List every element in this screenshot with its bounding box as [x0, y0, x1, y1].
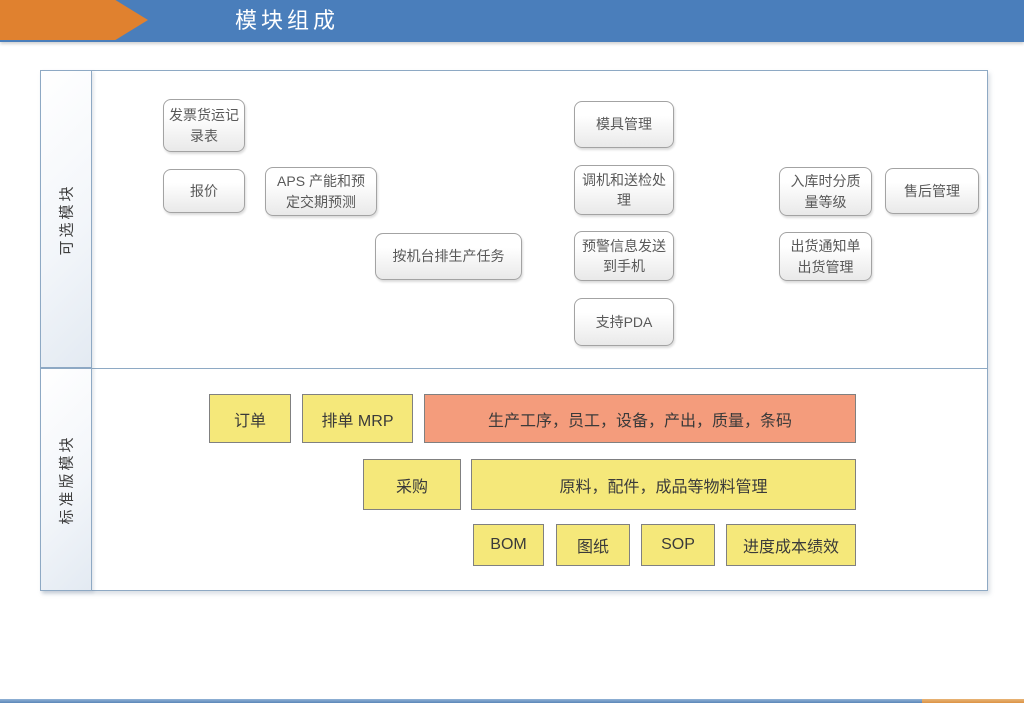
module-purchase: 采购	[363, 459, 461, 510]
footer-bar-blue	[0, 699, 1024, 703]
module-materials: 原料，配件，成品等物料管理	[471, 459, 856, 510]
module-production: 生产工序，员工，设备，产出，质量，条码	[424, 394, 856, 443]
module-sop: SOP	[641, 524, 715, 566]
section-label-optional-text: 可选模块	[58, 182, 76, 256]
section-label-optional: 可选模块	[40, 70, 92, 368]
section-divider	[40, 368, 988, 369]
footer-bar-orange	[922, 699, 1024, 703]
module-shipping-notice: 出货通知单 出货管理	[779, 232, 872, 281]
module-machine-scheduling: 按机台排生产任务	[375, 233, 522, 280]
header-bar: 模块组成	[0, 0, 1024, 42]
module-bom: BOM	[473, 524, 544, 566]
section-label-standard-text: 标准版模块	[58, 434, 76, 525]
module-alert-to-phone: 预警信息发送 到手机	[574, 231, 674, 281]
module-inbound-quality-grading: 入库时分质 量等级	[779, 167, 872, 216]
module-invoice-shipping-record: 发票货运记 录表	[163, 99, 245, 152]
module-machine-inspection: 调机和送检处 理	[574, 165, 674, 215]
module-order: 订单	[209, 394, 291, 443]
module-progress-cost: 进度成本绩效	[726, 524, 856, 566]
header-arrow-shape	[0, 0, 148, 40]
module-after-sales: 售后管理	[885, 168, 979, 214]
section-label-standard: 标准版模块	[40, 368, 92, 591]
module-pda-support: 支持PDA	[574, 298, 674, 346]
page-title: 模块组成	[235, 8, 340, 33]
module-aps-forecast: APS 产能和预 定交期预测	[265, 167, 377, 216]
module-mold-management: 模具管理	[574, 101, 674, 148]
module-mrp: 排单 MRP	[302, 394, 413, 443]
module-quotation: 报价	[163, 169, 245, 213]
module-drawings: 图纸	[556, 524, 630, 566]
